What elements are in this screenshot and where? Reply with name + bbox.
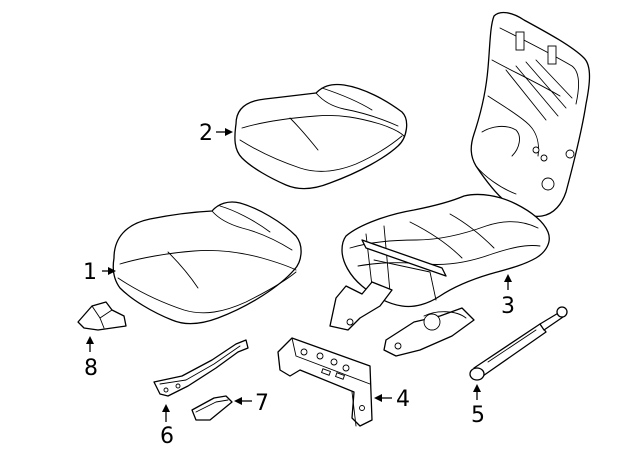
arrowhead-6 xyxy=(162,404,170,412)
arrowhead-4 xyxy=(374,394,382,402)
callout-6: 6 xyxy=(160,424,174,449)
part-1-seat-cushion xyxy=(112,201,302,325)
callout-7: 7 xyxy=(255,391,269,416)
part-3-seat-frame xyxy=(329,11,591,357)
callout-4: 4 xyxy=(396,387,410,412)
callout-2: 2 xyxy=(199,121,213,146)
part-6-trim-rail xyxy=(153,339,249,397)
arrowhead-5 xyxy=(473,384,481,392)
arrowhead-2 xyxy=(225,128,233,136)
callout-8: 8 xyxy=(84,356,98,381)
callout-labels: 1 2 3 4 5 6 7 8 xyxy=(83,121,515,449)
arrowhead-7 xyxy=(234,397,242,405)
callout-5: 5 xyxy=(471,403,485,428)
callout-leaders xyxy=(86,128,512,422)
part-4-bracket xyxy=(277,337,373,427)
callout-1: 1 xyxy=(83,260,97,285)
part-7-cover-cap xyxy=(191,395,233,421)
part-2-seat-cushion xyxy=(234,83,408,190)
arrowhead-3 xyxy=(504,274,512,282)
part-8-clip xyxy=(77,301,127,331)
arrowhead-8 xyxy=(86,336,94,344)
part-5-gas-strut xyxy=(469,306,568,381)
arrowhead-1 xyxy=(108,267,116,275)
callout-3: 3 xyxy=(501,294,515,319)
